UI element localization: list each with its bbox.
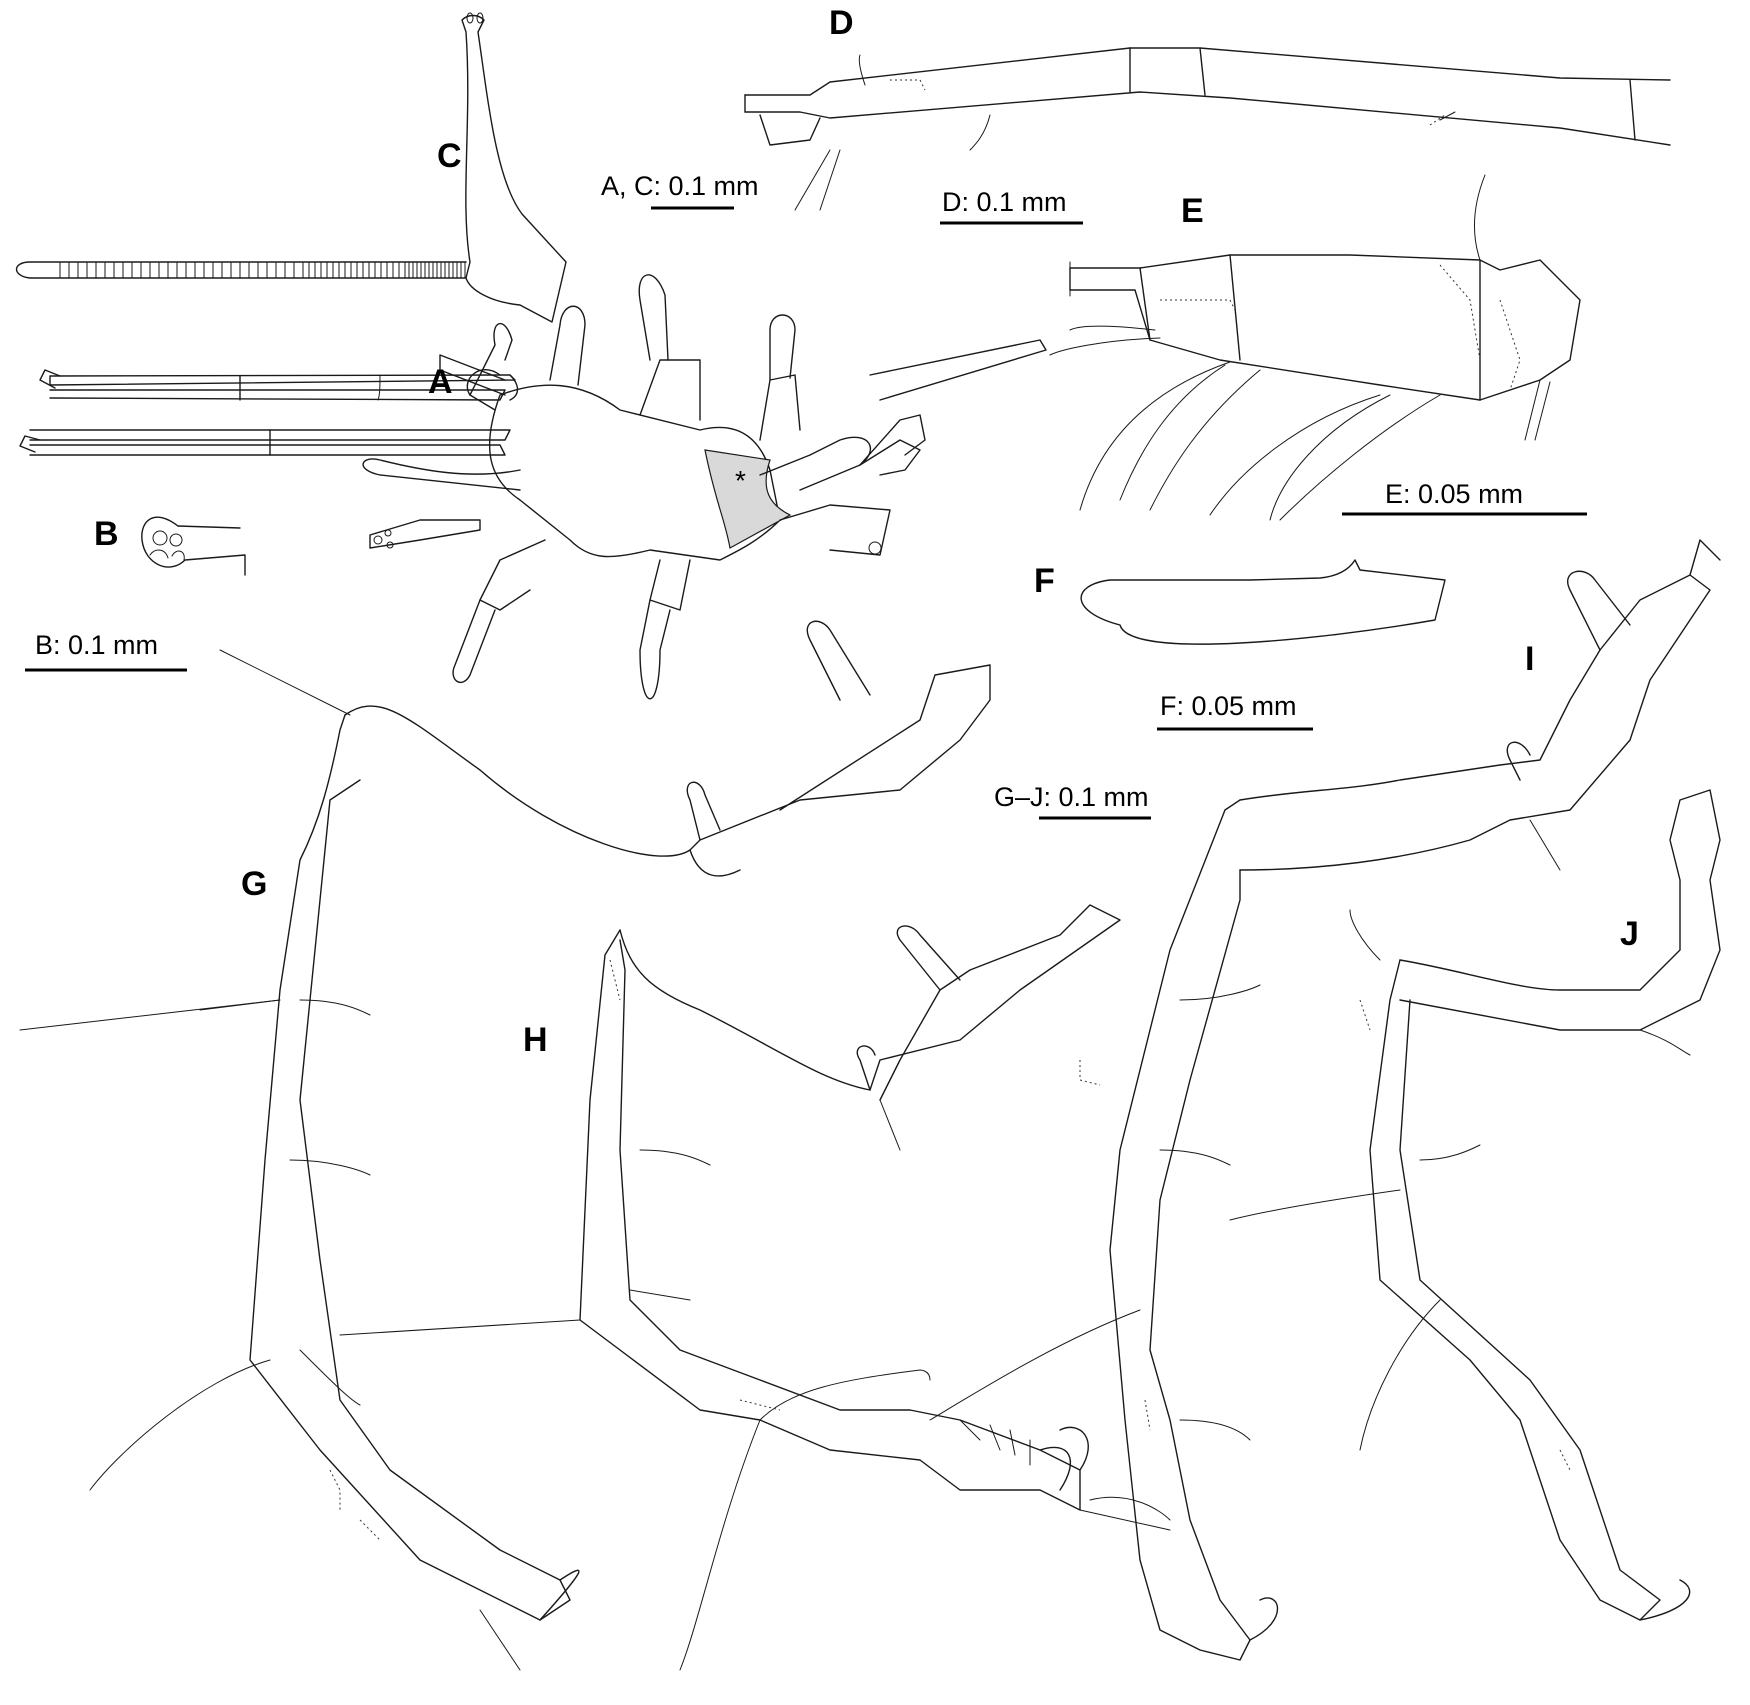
scale-label-gj: G–J: 0.1 mm	[994, 782, 1149, 812]
panel-label-a: A	[428, 363, 453, 401]
panel-label-b: B	[94, 515, 119, 553]
scale-bar-ac: A, C: 0.1 mm	[601, 171, 759, 210]
panel-label-i: I	[1525, 640, 1534, 678]
drawing-f-oviger-segment	[1080, 559, 1446, 645]
proboscis-annulations	[59, 261, 466, 279]
scale-bar-e: E: 0.05 mm	[1342, 479, 1587, 516]
panel-label-h: H	[523, 1021, 548, 1059]
drawing-j-leg	[1229, 789, 1721, 1621]
drawing-i-leg	[929, 539, 1721, 1661]
asterisk-marker: *	[735, 465, 746, 496]
drawing-d-palp	[744, 47, 1671, 211]
scale-bar-d: D: 0.1 mm	[940, 187, 1083, 225]
drawing-c-proboscis	[15, 12, 567, 323]
drawing-e-palp-distal	[1049, 174, 1581, 521]
scale-label-f: F: 0.05 mm	[1160, 691, 1297, 721]
scale-label-d: D: 0.1 mm	[942, 187, 1067, 217]
scale-label-b: B: 0.1 mm	[35, 630, 158, 660]
scale-bar-gj: G–J: 0.1 mm	[994, 782, 1151, 820]
drawing-b-proboscis-tip	[141, 516, 246, 576]
drawing-h-leg	[339, 904, 1171, 1671]
drawing-a-trunk: *	[19, 274, 1047, 700]
panel-label-j: J	[1620, 915, 1639, 953]
drawing-g-leg	[19, 620, 991, 1671]
scale-label-e: E: 0.05 mm	[1385, 479, 1523, 509]
panel-label-f: F	[1034, 562, 1055, 600]
scale-label-ac: A, C: 0.1 mm	[601, 171, 759, 201]
panel-label-c: C	[437, 137, 462, 175]
scale-bar-b: B: 0.1 mm	[25, 630, 187, 672]
panel-label-d: D	[829, 4, 854, 42]
scale-bar-f: F: 0.05 mm	[1157, 691, 1313, 731]
panel-label-g: G	[241, 865, 267, 903]
panel-label-e: E	[1181, 192, 1204, 230]
